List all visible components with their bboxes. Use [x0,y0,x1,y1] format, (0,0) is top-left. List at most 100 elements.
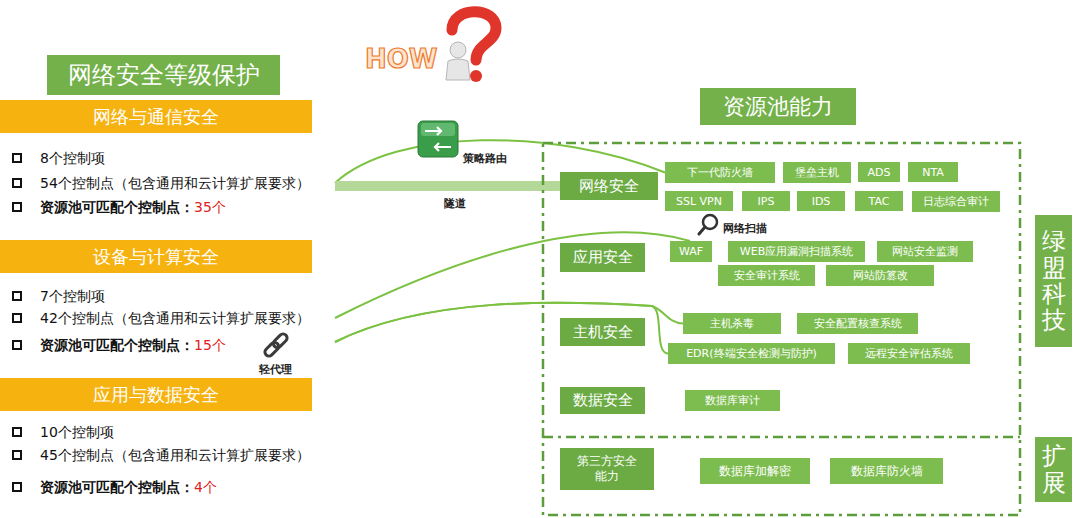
category-band: 网络与通信安全 [0,100,312,133]
band-heading: 网络与通信安全 [93,105,219,129]
requirement-section: 网络与通信安全 8个控制项 54个控制点（包含通用和云计算扩展要求） 资源池可匹配个控… [0,100,335,219]
category-box: 第三方安全 能力 [560,448,654,490]
box-label: SSL VPN [676,195,722,208]
question-dot [470,70,482,82]
chain-icon [263,332,288,357]
edge-label: 网络扫描 [722,221,768,236]
bullet-square [12,313,22,323]
bullet-text: 资源池可匹配个控制点： [40,479,194,495]
category-box: 主机安全 [560,318,645,346]
bullet-text: 15个 [194,337,226,353]
capability-box: 网站安全监测 [877,241,973,262]
bullet-text: 54个控制点（包含通用和云计算扩展要求） [40,175,310,191]
bullet-text-line: 资源池可匹配个控制点：4个 [40,477,217,497]
capability-box: 数据库防火墙 [830,458,943,484]
bullet-text-line: 8个控制项 [40,148,105,168]
category-box: 数据安全 [560,387,645,414]
band-heading: 应用与数据安全 [93,383,219,407]
vertical-tag: 绿盟科技 [1035,215,1072,347]
box-label: 扩展 [1042,443,1066,496]
requirement-section: 设备与计算安全 7个控制项 42个控制点（包含通用和云计算扩展要求） 资源池可匹配个控… [0,240,335,357]
chain-link [263,341,280,358]
capability-box: 安全配置核查系统 [797,313,918,334]
category-box: 应用安全 [560,243,645,272]
bullet-square [12,291,22,301]
bullet-square [12,427,22,437]
requirement-section: 应用与数据安全 10个控制项 45个控制点（包含通用和云计算扩展要求） 资源池可匹配个… [0,378,335,499]
bullet-text: 4个 [194,479,217,495]
connector [335,303,668,354]
box-label: 资源池能力 [723,92,833,122]
bullet-text-line: 7个控制项 [40,286,105,306]
bullet-square [12,340,22,350]
bullet-text: 42个控制点（包含通用和云计算扩展要求） [40,310,310,326]
category-band: 设备与计算安全 [0,240,312,273]
bullet-text-line: 42个控制点（包含通用和云计算扩展要求） [40,308,310,328]
bullet-text: 资源池可匹配个控制点： [40,199,194,215]
router-arrows [425,127,451,151]
tunnel-bar [335,181,560,191]
box-label: 远程安全评估系统 [865,346,953,361]
bullet-text-line: 45个控制点（包含通用和云计算扩展要求） [40,445,310,465]
box-label: 主机安全 [573,323,633,342]
box-label: 主机杀毒 [710,316,754,331]
chain-link [272,332,289,349]
box-label: 网站防篡改 [853,268,908,283]
box-label: 数据库加解密 [719,463,791,480]
capability-box: WEB应用漏洞扫描系统 [728,241,865,262]
panel-heading-box: 资源池能力 [700,88,856,125]
router-icon [418,121,458,157]
bullet-text: 7个控制项 [40,288,105,304]
magnifier-handle [699,227,705,234]
bullet-square [12,153,22,163]
router-body [418,121,458,157]
capability-box: 主机杀毒 [683,313,781,334]
edge-label: 策略路由 [462,151,508,166]
title-text: 网络安全等级保护 [68,59,260,91]
capability-box: IPS [742,191,790,211]
box-label: 网站安全监测 [892,244,958,259]
bullet-text-line: 10个控制项 [40,422,114,442]
box-label: 安全审计系统 [734,268,800,283]
bullet-text: 资源池可匹配个控制点： [40,337,194,353]
how-text: HOW [365,44,438,74]
box-label: WEB应用漏洞扫描系统 [740,244,853,259]
edge-label: 隧道 [443,196,467,211]
bullet-text: 45个控制点（包含通用和云计算扩展要求） [40,447,310,463]
box-label: EDR(终端安全检测与防护) [686,346,817,361]
bullet-text-line: 54个控制点（包含通用和云计算扩展要求） [40,173,310,193]
capability-box: 安全审计系统 [718,265,815,286]
bullet-square [12,450,22,460]
box-label: 堡垒主机 [795,165,839,180]
category-band: 应用与数据安全 [0,378,312,411]
box-label: 网络安全 [579,177,639,196]
capability-box: 远程安全评估系统 [848,343,970,364]
bullet-square [12,482,22,492]
capability-box: EDR(终端安全检测与防护) [668,343,835,364]
capability-box: SSL VPN [665,191,733,211]
capability-box: 下一代防火墙 [665,162,775,183]
box-label: 下一代防火墙 [687,165,753,180]
vertical-tag: 扩展 [1035,437,1072,502]
capability-box: 堡垒主机 [783,162,851,183]
capability-box: 数据库审计 [685,390,780,411]
box-label: 第三方安全 能力 [566,454,648,484]
capability-box: NTA [908,162,958,182]
capability-box: 日志综合审计 [912,191,1000,212]
box-label: 绿盟科技 [1042,228,1066,334]
box-label: TAC [869,195,890,208]
box-label: 安全配置核查系统 [814,316,902,331]
bullet-square [12,178,22,188]
magnifier-icon [699,215,717,234]
box-label: 应用安全 [573,248,633,267]
bullet-text: 10个控制项 [40,424,114,440]
bullet-text: 35个 [194,199,226,215]
category-box: 网络安全 [560,172,658,200]
resource-pool-frame [543,143,1020,515]
capability-box: 网站防篡改 [826,265,934,286]
title-box: 网络安全等级保护 [47,55,280,95]
extension-divider [543,436,1020,439]
capability-box: IDS [797,191,845,211]
edge-label: 轻代理 [258,362,293,377]
box-label: 数据库审计 [705,393,760,408]
